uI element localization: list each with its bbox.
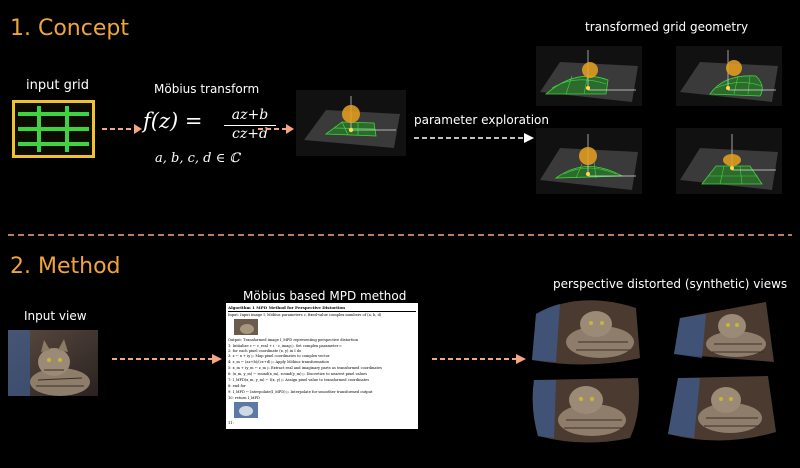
synthetic-views-label: perspective distorted (synthetic) views xyxy=(553,277,788,291)
formula-lhs: f(z) = xyxy=(143,109,203,133)
input-grid-icon xyxy=(12,100,95,158)
algorithm-line-5: 5: x_m + iy_m ← z_m ▷ Extract real and i… xyxy=(228,366,382,370)
algorithm-line-7: 7: I_MPD(x_m, y_m) ← I(x, y) ▷ Assign pi… xyxy=(228,378,370,382)
formula-fraction-bar xyxy=(224,125,276,126)
algorithm-line-10: 10: return I_MPD xyxy=(228,396,260,400)
algorithm-box: Algorithm 1 MPD Method for Perspective D… xyxy=(226,303,418,429)
algorithm-rule xyxy=(228,311,416,312)
arrow-to-method xyxy=(112,354,222,364)
arrow-to-center-panel xyxy=(258,124,294,134)
distorted-view-3 xyxy=(532,378,639,443)
geometry-result-1 xyxy=(536,46,642,106)
distorted-view-1 xyxy=(532,300,640,365)
concept-title: 1. Concept xyxy=(10,16,129,41)
algorithm-line-8: 8: end for xyxy=(228,384,246,388)
input-view-label: Input view xyxy=(24,309,87,323)
geometry-result-2 xyxy=(676,46,782,106)
formula-domain: a, b, c, d ∈ ℂ xyxy=(155,151,240,166)
algorithm-line-9: 9: I_MPD ← Interpolate(I_MPD) ▷ Interpol… xyxy=(228,390,373,394)
mobius-transform-label: Möbius transform xyxy=(154,82,260,96)
input-cat-image xyxy=(8,330,98,396)
arrow-parameter-exploration xyxy=(414,133,534,143)
algorithm-line-11: 11: xyxy=(228,421,234,425)
section-divider xyxy=(8,234,792,236)
geometry-result-4 xyxy=(676,128,782,194)
algorithm-line-2: 2: for each pixel coordinate (x, y) in I… xyxy=(228,349,302,353)
transformed-geometry-label: transformed grid geometry xyxy=(585,20,749,34)
geometry-result-3 xyxy=(536,128,642,194)
algorithm-output: Output: Transformed image I_MPD represen… xyxy=(228,338,358,342)
algorithm-header: Algorithm 1 MPD Method for Perspective D… xyxy=(228,305,346,310)
algorithm-output-thumb xyxy=(234,402,258,418)
algorithm-line-1: 1: Initialize c ← c_real + i · c_imag ▷ … xyxy=(228,344,342,348)
mpd-method-label: Möbius based MPD method xyxy=(243,289,407,303)
algorithm-input-thumb xyxy=(234,319,258,335)
distorted-view-2 xyxy=(674,302,774,362)
input-grid-label: input grid xyxy=(26,78,90,93)
parameter-exploration-label: parameter exploration xyxy=(414,113,550,127)
method-title: 2. Method xyxy=(10,254,121,279)
center-transform-preview xyxy=(296,90,406,156)
distorted-view-4 xyxy=(668,376,776,441)
arrow-to-views xyxy=(432,354,526,364)
algorithm-input: Input: Input image I, Möbius parameters … xyxy=(228,313,382,317)
algorithm-line-4: 4: z_m ← (az+b)/(cz+d) ▷ Apply Möbius tr… xyxy=(228,360,329,364)
algorithm-line-3: 3: z ← x + iy ▷ Map pixel coordinates to… xyxy=(228,354,330,358)
arrow-to-formula xyxy=(102,124,142,134)
algorithm-line-6: 6: (x_m, y_m) ← round(x_m), round(y_m) ▷… xyxy=(228,372,368,376)
formula-numerator: az+b xyxy=(231,107,269,123)
